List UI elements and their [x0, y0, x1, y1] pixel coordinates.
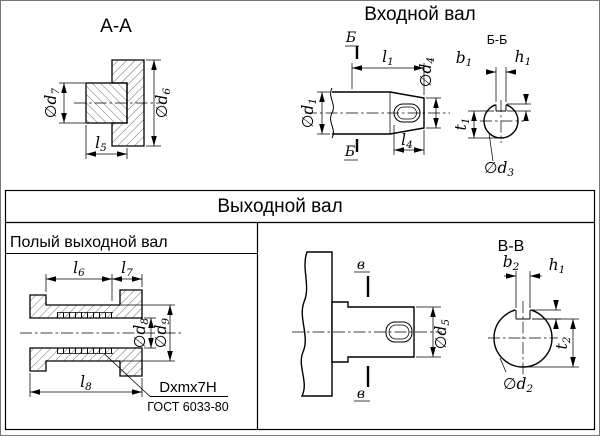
aa-flange-section [111, 59, 145, 147]
dim-label-l6: l6 [73, 259, 85, 279]
dim-label-b2: b2 [503, 253, 520, 273]
output-shaft-panel: Выходной вал Полый выходной вал [4, 189, 596, 431]
dim-label-d5: ∅d5 [432, 319, 452, 349]
output-shaft-view: в в ∅d5 [292, 251, 452, 402]
cut-mark-bottom: в [357, 386, 365, 402]
hollow-output-shaft-view: l6 l7 ∅d8 ∅d9 l8 Dxmx7H ГОСТ 6033-80 [20, 259, 229, 414]
dim-label-l8: l8 [80, 373, 92, 393]
dim-label-d4: ∅d4 [417, 57, 437, 87]
output-shaft-outline [331, 301, 415, 363]
hollow-shaft-lower-section [29, 347, 143, 377]
output-shaft-section-vv: В-В b2 h1 t2 ∅d2 [488, 238, 579, 395]
dim-label-l5: l5 [95, 134, 107, 154]
dim-label-d3: ∅d3 [484, 159, 514, 179]
dim-label-t1: t1 [452, 118, 472, 131]
cut-mark-top: Б [345, 30, 356, 46]
section-aa: А-А ∅d7 ∅d6 l5 [42, 16, 173, 159]
dim-label-h1-input: h1 [515, 48, 532, 68]
label-section-vv: В-В [498, 238, 525, 255]
input-shaft-outline [332, 91, 425, 135]
spline-designation: Dxmx7H [159, 379, 217, 396]
title-input-shaft: Входной вал [364, 4, 475, 25]
input-shaft-section-bb: Б-Б b1 h1 t1 ∅d3 [452, 33, 531, 179]
dim-label-l1: l1 [382, 48, 394, 68]
dim-label-l7: l7 [121, 259, 133, 279]
title-hollow-output-shaft: Полый выходной вал [10, 234, 168, 251]
title-section-aa: А-А [100, 16, 132, 37]
housing-wall [300, 251, 333, 397]
dim-label-t2: t2 [553, 336, 573, 349]
input-shaft-view: Входной вал Б Б l1 ∅d1 ∅d4 l4 [299, 4, 476, 161]
dim-label-h1-output: h1 [549, 256, 566, 276]
dim-label-d7: ∅d7 [42, 88, 62, 118]
spline-standard: ГОСТ 6033-80 [147, 400, 228, 414]
dim-label-d2: ∅d2 [503, 375, 533, 395]
dim-label-d9: ∅d9 [152, 318, 172, 348]
label-section-bb: Б-Б [487, 33, 508, 47]
hollow-shaft-upper-section [29, 289, 143, 319]
break-line [330, 87, 334, 139]
cut-mark-bottom: Б [344, 144, 355, 160]
panel-border [4, 189, 596, 431]
dim-label-b1: b1 [456, 49, 473, 69]
dim-label-d1: ∅d1 [299, 98, 319, 128]
dim-label-d6: ∅d6 [153, 88, 173, 118]
dim-label-d8: ∅d8 [131, 318, 151, 348]
title-output-shaft: Выходной вал [217, 196, 342, 217]
keyway-slot [393, 103, 421, 123]
dim-label-l4: l4 [401, 131, 413, 151]
cut-mark-top: в [357, 257, 365, 273]
